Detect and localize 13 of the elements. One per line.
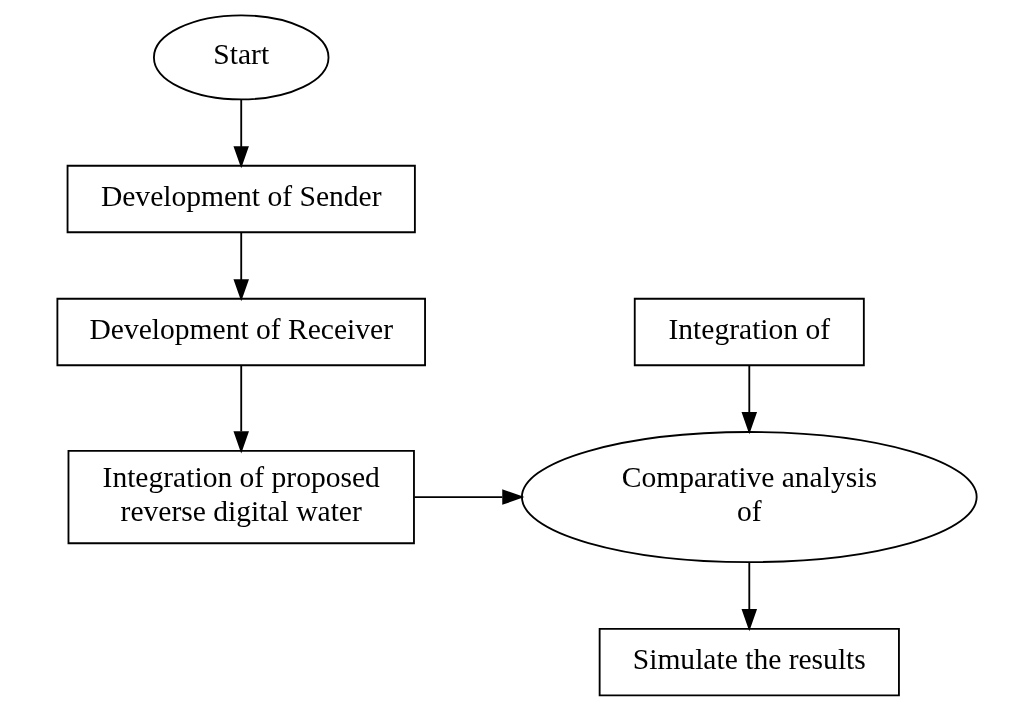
arrow [232, 98, 249, 169]
node-box: Integration of proposed reverse digital water [67, 449, 415, 545]
node-box: Development of Sender [66, 164, 416, 234]
node-box: Development of Receiver [55, 297, 426, 367]
arrow [412, 489, 524, 505]
node-box: Integration of [633, 297, 865, 367]
node-ellipse: Start [152, 14, 329, 101]
node-box: Simulate the results [598, 628, 900, 697]
arrow [232, 364, 249, 454]
arrow [232, 231, 249, 302]
arrow [741, 561, 757, 632]
arrow [741, 364, 757, 435]
node-ellipse: Comparative analysis of [520, 431, 978, 564]
